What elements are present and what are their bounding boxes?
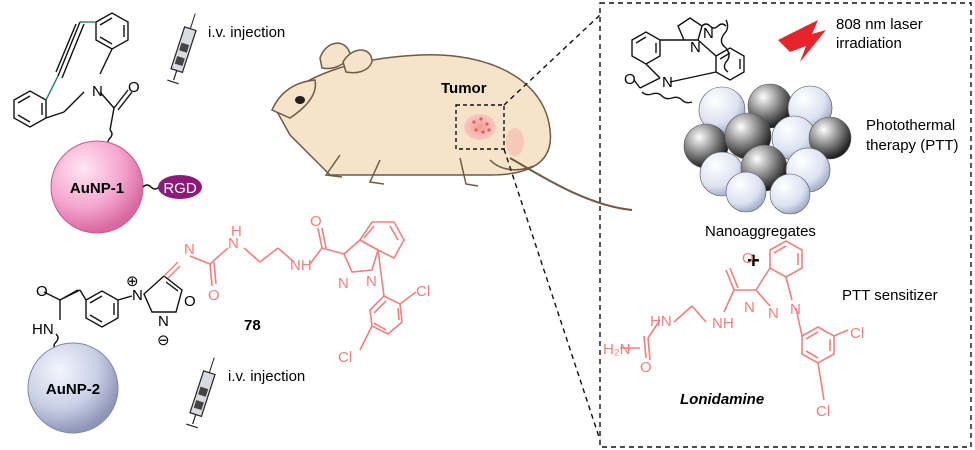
aunp2-label: AuNP-2	[46, 381, 100, 398]
atom-n-triazole-2: N	[703, 25, 714, 42]
plus-sign: +	[747, 248, 760, 273]
compound-number-label: 78	[244, 317, 261, 334]
lonidamine-hn: HN	[650, 313, 672, 330]
triazole-structure	[631, 17, 745, 104]
aunp1-label: AuNP-1	[70, 180, 124, 197]
aunp2-hn: HN	[32, 321, 54, 338]
aunp2-o: O	[36, 283, 48, 300]
atom-o-aunp1: O	[128, 79, 140, 96]
compound-78-chain	[189, 221, 417, 351]
injection-top-label: i.v. injection	[208, 24, 285, 41]
lonidamine-structure	[620, 240, 849, 401]
lonidamine-n2: N	[768, 305, 779, 322]
rgd-label: RGD	[163, 180, 197, 197]
furoxan-n2: N	[158, 313, 169, 330]
c78-n-imine: N	[184, 241, 195, 258]
lonidamine-urea-o: O	[640, 359, 652, 376]
c78-n-h1: N	[228, 235, 239, 252]
mouse-illustration	[271, 42, 633, 211]
atom-n-aunp1: N	[92, 83, 103, 100]
tumor-label: Tumor	[441, 80, 487, 97]
c78-o-urea: O	[208, 287, 220, 304]
lonidamine-cl2: Cl	[816, 403, 830, 420]
tumor-blob	[464, 114, 496, 140]
laser-bolt-icon	[778, 20, 826, 62]
lonidamine-n3: N	[790, 301, 801, 318]
lonidamine-label: Lonidamine	[680, 391, 764, 408]
aunp2-n-plus: N	[132, 287, 143, 304]
atom-o-triazole: O	[624, 71, 636, 88]
aunp2-sphere	[27, 342, 119, 434]
syringe-bottom-icon	[186, 357, 216, 429]
c78-n-pyrazole1: N	[338, 275, 349, 292]
ptt-label-line2: therapy (PTT)	[866, 137, 959, 154]
tumor-box	[455, 104, 505, 150]
c78-n-pyrazole2: N	[366, 273, 377, 290]
rgd-ellipse	[158, 175, 202, 199]
lonidamine-n1: N	[744, 299, 755, 316]
syringe-top-icon	[167, 13, 197, 85]
ptt-sensitizer-label: PTT sensitizer	[842, 287, 938, 304]
c78-o-amide: O	[310, 213, 322, 230]
c78-h1: H	[231, 223, 242, 240]
zoom-panel	[599, 2, 972, 448]
c78-nh: NH	[290, 257, 312, 274]
aunp1-conjugate	[13, 12, 133, 163]
nanoaggregate-cluster	[683, 83, 852, 215]
tumor-dots	[472, 117, 491, 134]
lonidamine-o: O	[742, 250, 754, 267]
lonidamine-cl1: Cl	[850, 325, 864, 342]
nanoaggregates-label: Nanoaggregates	[705, 223, 816, 240]
injection-bottom-label: i.v. injection	[228, 368, 305, 385]
ptt-label-line1: Photothermal	[866, 117, 955, 134]
furoxan-minus-charge: ⊖	[157, 332, 170, 349]
rgd-linker	[142, 184, 160, 190]
zoom-line-bottom	[503, 148, 601, 441]
laser-label-line2: irradiation	[836, 35, 902, 52]
furoxan-o: O	[184, 293, 196, 310]
c78-cl2: Cl	[338, 349, 352, 366]
atom-n-triazole-1: N	[690, 39, 701, 56]
lonidamine-h2n: H₂N	[603, 341, 631, 358]
c78-cl1: Cl	[416, 283, 430, 300]
atom-n-triazole-3: N	[662, 74, 673, 91]
furoxan-ring	[143, 261, 183, 313]
lonidamine-nh: NH	[712, 315, 734, 332]
laser-label-line1: 808 nm laser	[836, 16, 923, 33]
benzene-ring-right	[95, 12, 129, 50]
aunp2-plus-charge: ⊕	[126, 273, 139, 290]
zoom-line-top	[503, 14, 601, 106]
